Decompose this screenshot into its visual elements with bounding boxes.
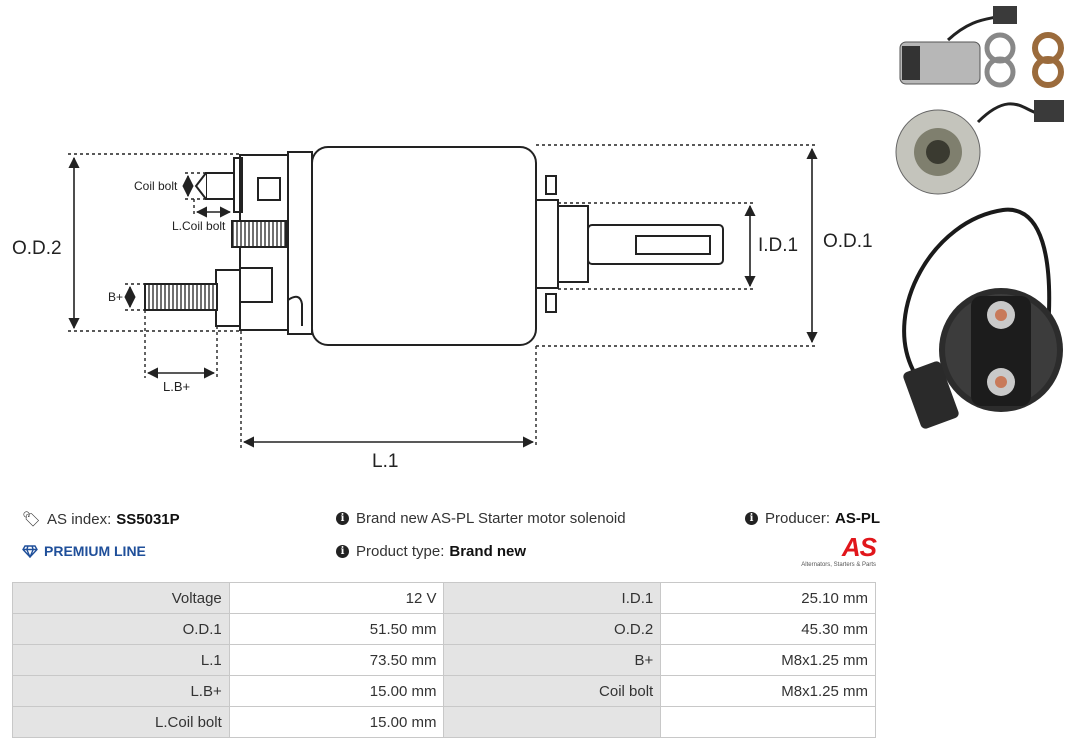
- product-photo-terminals: [902, 207, 1063, 429]
- diamond-icon: [22, 544, 38, 558]
- spec-value: 15.00 mm: [228, 675, 445, 707]
- spec-value: 51.50 mm: [228, 613, 445, 645]
- solenoid-dimension-diagram: O.D.2 O.D.1 I.D.1 L.1 Coil bolt L.Coil b…: [12, 144, 873, 472]
- table-row: Voltage 12 V I.D.1 25.10 mm: [12, 582, 876, 614]
- spec-value: M8x1.25 mm: [660, 644, 876, 676]
- product-type-label: Product type:: [356, 543, 445, 560]
- b-plus-label: B+: [108, 290, 123, 304]
- product-type-value: Brand new: [449, 543, 527, 560]
- spec-value: M8x1.25 mm: [660, 675, 876, 707]
- premium-line-label: PREMIUM LINE: [44, 543, 146, 559]
- od1-label: O.D.1: [823, 231, 873, 252]
- producer-label: Producer:: [765, 510, 831, 527]
- producer-value: AS-PL: [835, 510, 881, 527]
- l-b-plus-label: L.B+: [163, 379, 190, 394]
- as-index-value: SS5031P: [116, 510, 180, 528]
- table-row: L.B+ 15.00 mm Coil bolt M8x1.25 mm: [12, 675, 876, 707]
- table-row: L.1 73.50 mm B+ M8x1.25 mm: [12, 644, 876, 676]
- info-icon: i: [745, 512, 758, 525]
- specs-table: Voltage 12 V I.D.1 25.10 mm O.D.1 51.50 …: [12, 582, 876, 738]
- as-pl-logo: AS Alternators, Starters & Parts: [790, 534, 878, 570]
- spec-value: 12 V: [228, 582, 445, 614]
- coil-bolt-label: Coil bolt: [134, 179, 178, 193]
- spec-label: B+: [443, 644, 662, 676]
- spec-label: Voltage: [12, 582, 230, 614]
- info-icon: i: [336, 545, 349, 558]
- spec-label: Coil bolt: [443, 675, 662, 707]
- logo-mark: AS: [841, 532, 877, 562]
- spec-label: O.D.1: [12, 613, 230, 645]
- description: i Brand new AS-PL Starter motor solenoid: [336, 510, 626, 527]
- spec-label: L.Coil bolt: [12, 706, 230, 738]
- spec-value: [660, 706, 876, 738]
- premium-line-badge: PREMIUM LINE: [22, 543, 146, 559]
- spec-value: 15.00 mm: [228, 706, 445, 738]
- spec-label: [443, 706, 662, 738]
- spec-label: L.1: [12, 644, 230, 676]
- product-type: i Product type: Brand new: [336, 543, 526, 560]
- as-index-label: AS index:: [47, 510, 112, 528]
- logo-tagline: Alternators, Starters & Parts: [801, 562, 876, 568]
- tag-icon: 🏷: [22, 511, 42, 528]
- spec-label: I.D.1: [443, 582, 662, 614]
- product-photo-kit: [895, 6, 1064, 195]
- description-text: Brand new AS-PL Starter motor solenoid: [356, 510, 626, 527]
- spec-value: 25.10 mm: [660, 582, 876, 614]
- table-row: L.Coil bolt 15.00 mm: [12, 706, 876, 738]
- as-index: 🏷 AS index: SS5031P: [22, 510, 180, 529]
- solenoid-body: [311, 146, 537, 346]
- id1-label: I.D.1: [758, 235, 798, 256]
- spec-value: 45.30 mm: [660, 613, 876, 645]
- spec-label: L.B+: [12, 675, 230, 707]
- od2-label: O.D.2: [12, 238, 62, 259]
- spec-value: 73.50 mm: [228, 644, 445, 676]
- info-icon: i: [336, 512, 349, 525]
- table-row: O.D.1 51.50 mm O.D.2 45.30 mm: [12, 613, 876, 645]
- producer: i Producer: AS-PL: [745, 510, 880, 527]
- l-coil-bolt-label: L.Coil bolt: [172, 219, 226, 233]
- spec-label: O.D.2: [443, 613, 662, 645]
- l1-label: L.1: [372, 451, 398, 472]
